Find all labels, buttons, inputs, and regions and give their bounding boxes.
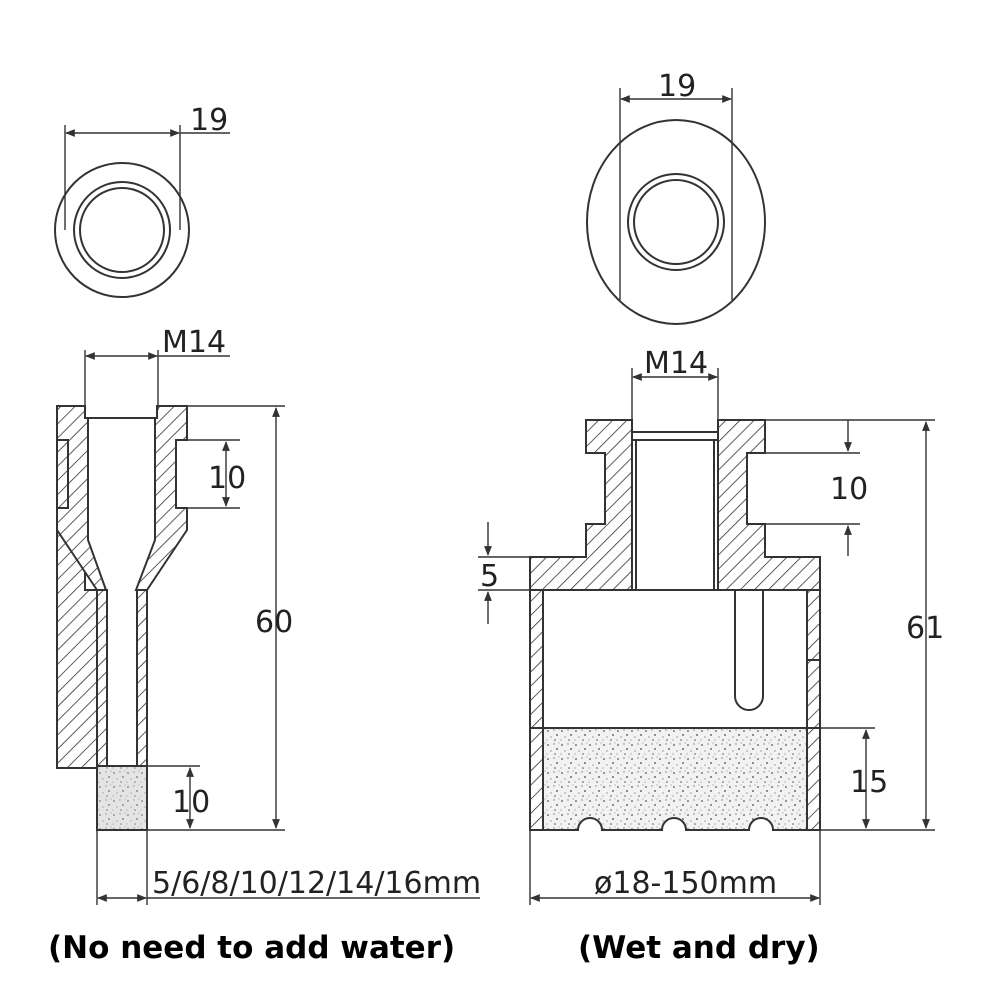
right-top-view bbox=[586, 119, 766, 325]
right-total-length-label: 61 bbox=[906, 611, 944, 646]
left-body-section bbox=[56, 405, 188, 831]
right-caption: (Wet and dry) bbox=[578, 930, 820, 966]
right-adapter-section bbox=[529, 419, 821, 831]
left-bit-drawing bbox=[54, 125, 480, 905]
right-wall-label: 5 bbox=[480, 559, 499, 594]
left-thread-length-label: 10 bbox=[208, 461, 246, 496]
left-top-diameter-label: 19 bbox=[190, 103, 228, 138]
right-dimension-lines bbox=[478, 88, 935, 905]
left-total-length-label: 60 bbox=[255, 605, 293, 640]
left-sizes-label: 5/6/8/10/12/14/16mm bbox=[152, 866, 481, 901]
right-thread-length-label: 10 bbox=[830, 472, 868, 507]
left-segment-length-label: 10 bbox=[172, 785, 210, 820]
left-dimension-lines bbox=[64, 125, 480, 905]
right-bit-drawing bbox=[478, 88, 935, 905]
right-thread-label: M14 bbox=[644, 346, 708, 381]
right-segment-length-label: 15 bbox=[850, 765, 888, 800]
right-top-diameter-label: 19 bbox=[658, 69, 696, 104]
right-sizes-label: ø18-150mm bbox=[594, 866, 777, 901]
left-caption: (No need to add water) bbox=[48, 930, 455, 966]
left-top-view bbox=[54, 162, 190, 298]
left-thread-label: M14 bbox=[162, 325, 226, 360]
